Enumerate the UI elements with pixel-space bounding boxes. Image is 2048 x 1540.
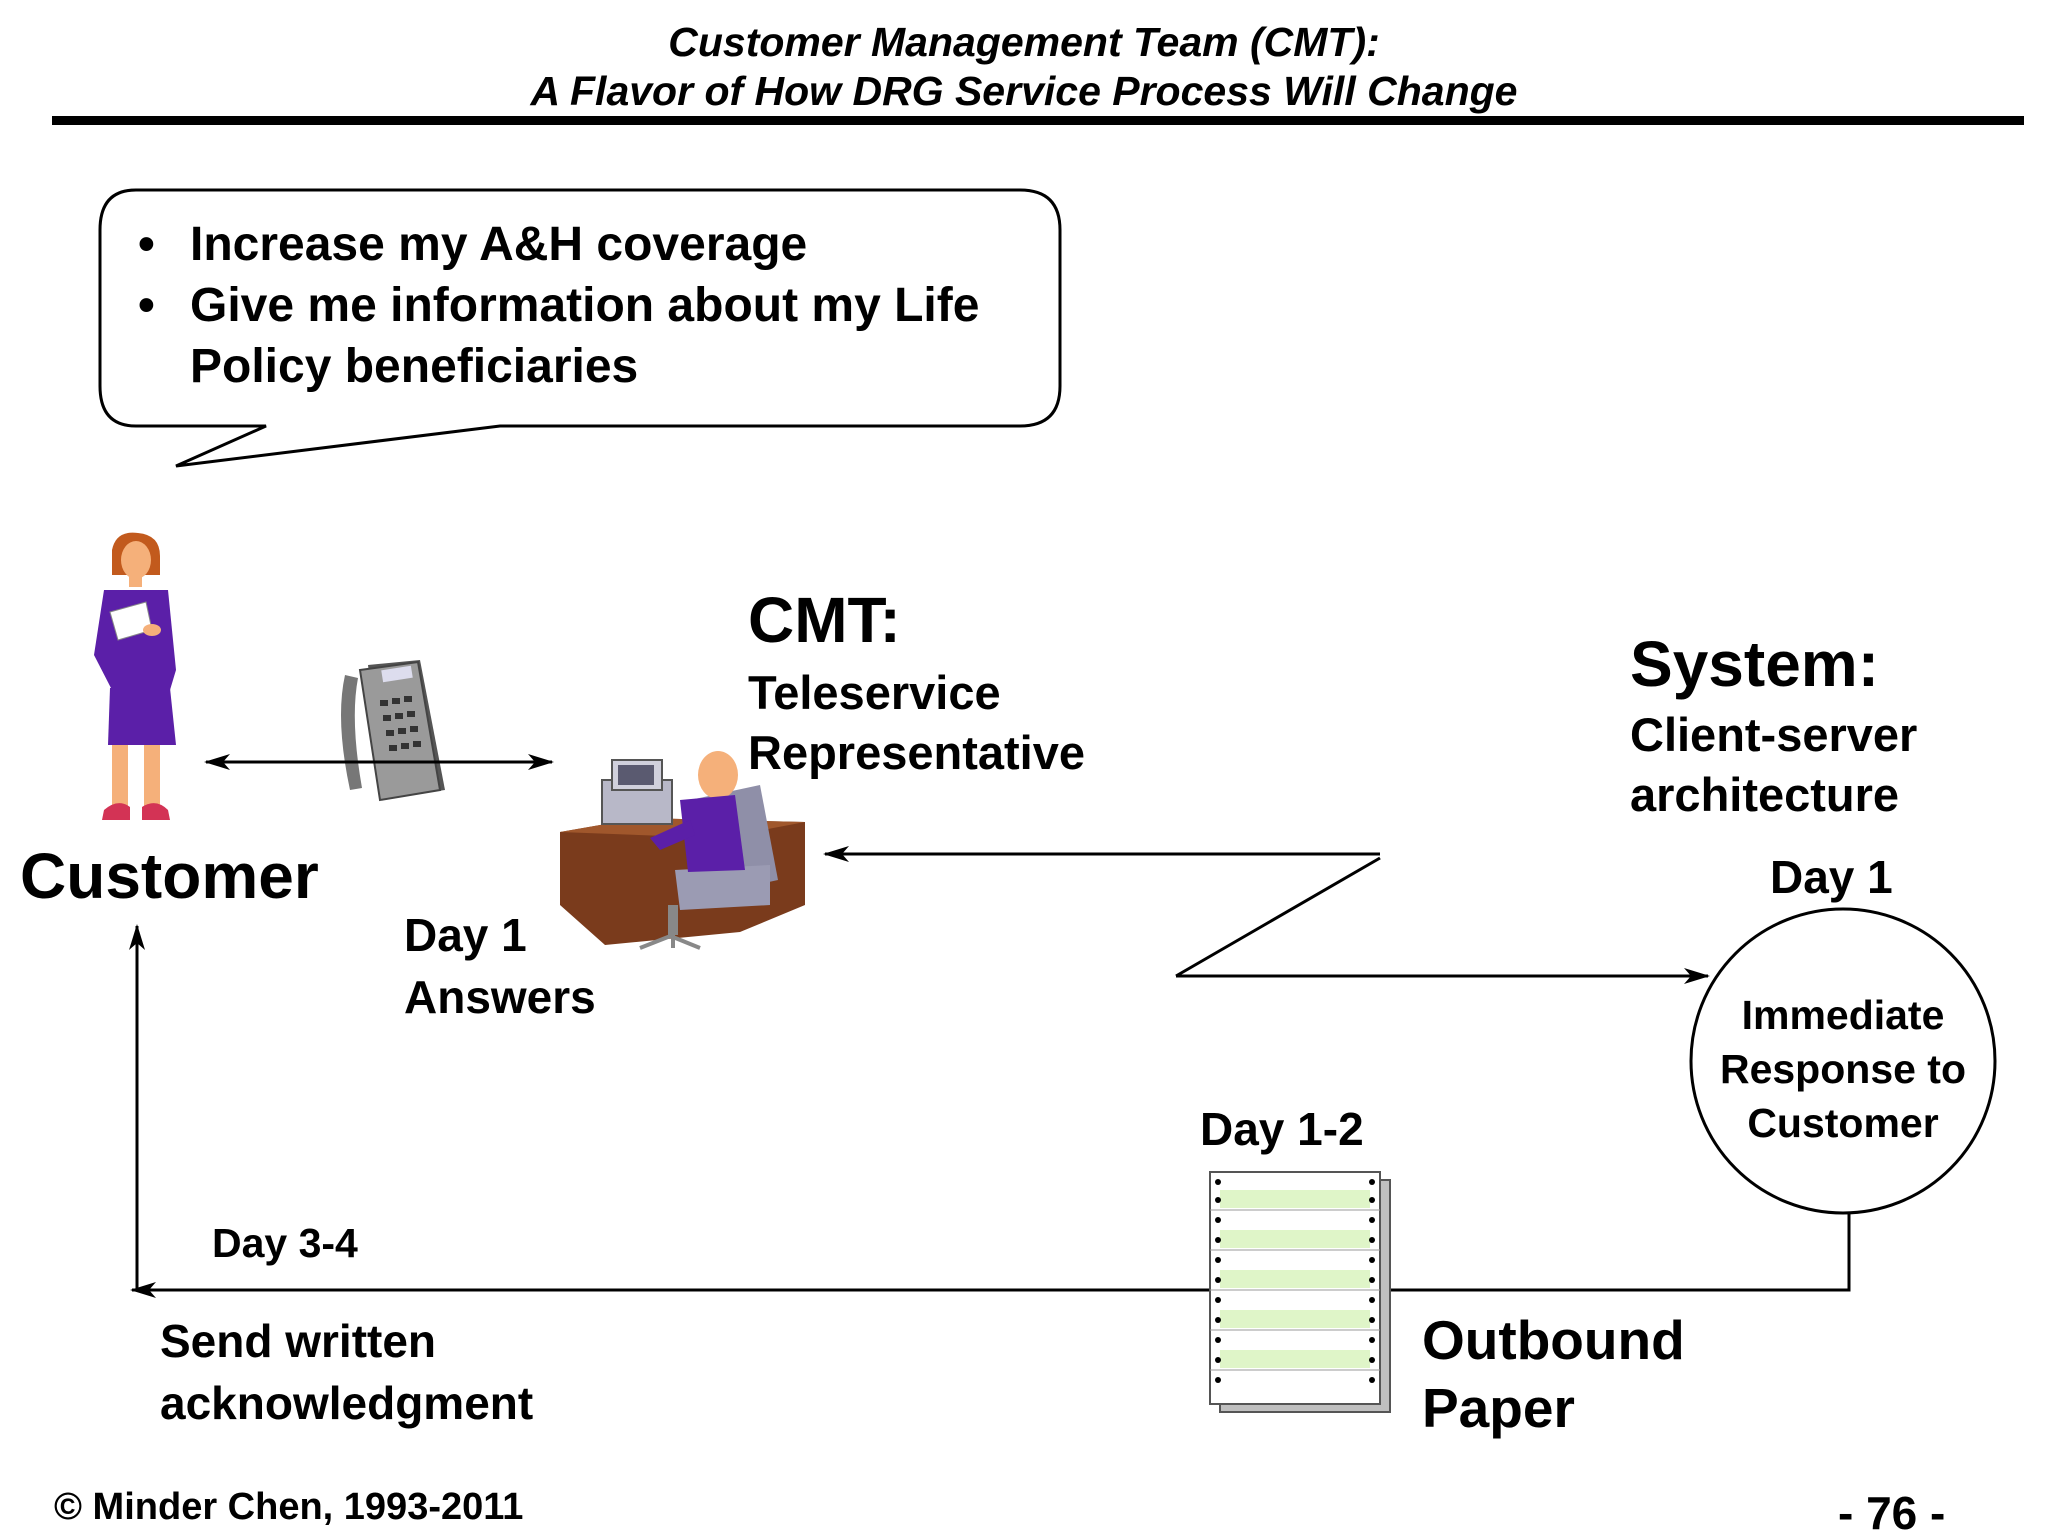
circle-line-1: Immediate	[1741, 992, 1945, 1038]
response-circle	[1689, 907, 1997, 1215]
system-heading: System:	[1630, 628, 1879, 700]
paper-label: Paper	[1422, 1377, 1575, 1439]
zigzag-diagonal	[1175, 856, 1381, 978]
paper-stack-icon	[1209, 1171, 1391, 1413]
system-subtitle-1: Client-server	[1630, 708, 1918, 761]
cmt-subtitle-2: Representative	[748, 726, 1085, 779]
copyright: © Minder Chen, 1993-2011	[54, 1486, 524, 1528]
circle-line-2: Response to	[1719, 1046, 1967, 1092]
title-line-2: A Flavor of How DRG Service Process Will…	[530, 68, 1518, 114]
bubble-item: Increase my A&H coverage	[106, 214, 1026, 275]
page-number: - 76 -	[1838, 1487, 1946, 1539]
ack-label-1: Send written	[160, 1315, 437, 1367]
system-day-label: Day 1	[1770, 851, 1893, 903]
cmt-subtitle-1: Teleservice	[748, 666, 1001, 719]
ack-label-2: acknowledgment	[160, 1377, 534, 1429]
telephone-icon	[341, 660, 445, 802]
answers-label: Answers	[404, 971, 596, 1023]
cmt-heading: CMT:	[748, 584, 901, 656]
title-underline	[52, 116, 2024, 125]
ack-day-label: Day 3-4	[212, 1220, 358, 1266]
circle-line-3: Customer	[1747, 1100, 1939, 1146]
speech-bubble-text: Increase my A&H coverage Give me informa…	[106, 214, 1026, 397]
customer-label: Customer	[20, 840, 319, 912]
computer-operator-icon	[560, 751, 805, 950]
paper-day-label: Day 1-2	[1200, 1103, 1364, 1155]
woman-figure-icon	[94, 532, 176, 820]
response-circle-text: Immediate Response to Customer	[1693, 988, 1993, 1150]
system-subtitle-2: architecture	[1630, 768, 1900, 821]
outbound-label: Outbound	[1422, 1309, 1685, 1371]
circle-to-paper-connector	[1390, 1213, 1851, 1292]
title-line-1: Customer Management Team (CMT):	[668, 19, 1380, 65]
answers-day-label: Day 1	[404, 909, 527, 961]
bubble-item: Give me information about my Life Policy…	[106, 275, 990, 397]
